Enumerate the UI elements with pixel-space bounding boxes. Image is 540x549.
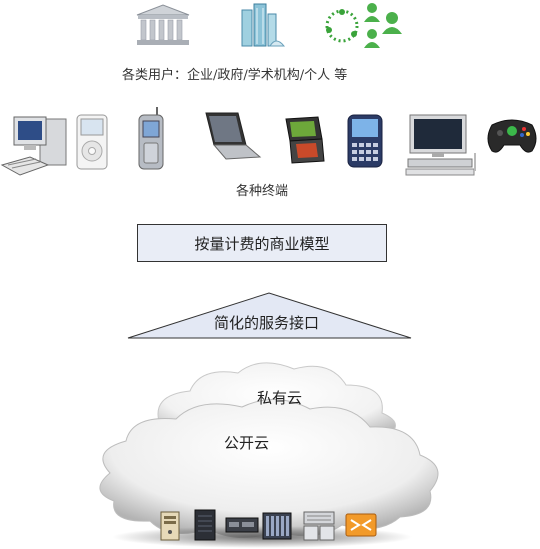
billing-model-box: 按量计费的商业模型 [137,224,387,262]
handheld-console-icon [285,116,325,164]
desktop-pc-icon [0,116,67,176]
office-building-icon [241,3,286,47]
ipod-icon [76,114,108,170]
gamepad-icon [487,119,537,153]
service-interface-label: 简化的服务接口 [214,314,320,332]
users-caption: 各类用户：企业/政府/学术机构/个人 等 [122,68,348,83]
people-network-icon [325,3,402,48]
laptop-icon [205,112,262,160]
cloud-diagram [99,362,439,548]
disk-array-icon [303,511,335,541]
billing-model-label: 按量计费的商业模型 [194,234,330,253]
server-shadow [112,526,412,548]
government-building-icon [136,4,190,45]
storage-unit-icon [225,517,259,533]
blackberry-icon [347,114,383,168]
mobile-phone-icon [138,107,164,170]
rack-server-icon [194,509,216,541]
tv-dvd-icon [405,114,476,176]
server-icons-row [0,500,540,549]
user-icons-row [0,0,540,60]
private-cloud-label: 私有云 [257,389,303,407]
service-interface-triangle [127,292,412,339]
tower-server-icon [160,511,180,541]
terminals-caption: 各种终端 [236,184,289,199]
blade-server-icon [262,512,292,540]
network-switch-icon [345,513,377,537]
terminal-icons-row [0,105,540,183]
public-cloud-label: 公开云 [224,434,270,452]
